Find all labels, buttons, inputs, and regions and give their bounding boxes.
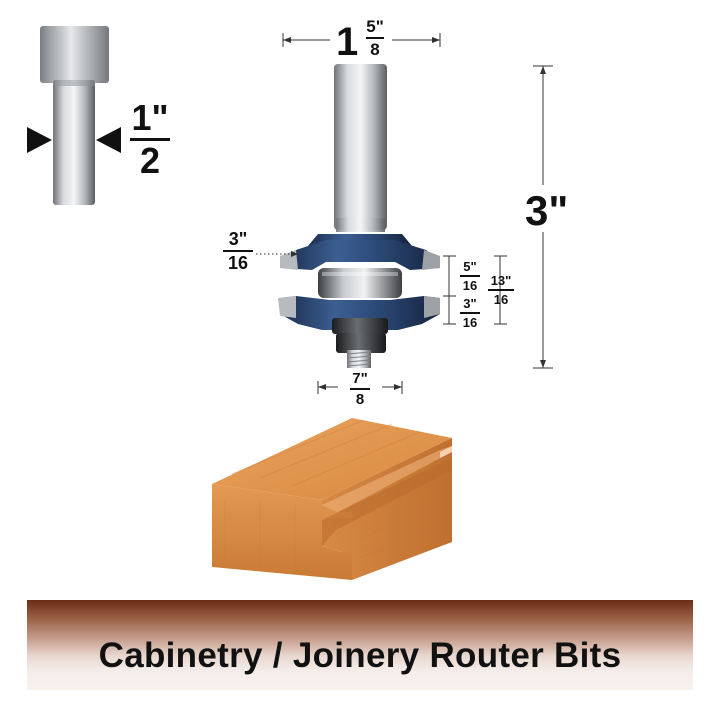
pilot-num: 7" xyxy=(352,370,368,387)
shank-diameter-arrows xyxy=(27,127,121,153)
pilot-den: 8 xyxy=(355,390,365,408)
upper-cut-num: 5" xyxy=(463,259,477,274)
overall-diameter-den: 8 xyxy=(370,40,380,59)
nut xyxy=(332,318,388,334)
category-banner: Cabinetry / Joinery Router Bits xyxy=(27,600,693,690)
lower-cut-label: 3" 16 xyxy=(458,297,482,329)
upper-cut-den: 16 xyxy=(462,277,478,293)
cutter-offset-den: 16 xyxy=(227,253,249,273)
shank-diameter-label: 1" 2 xyxy=(128,100,172,179)
router-bit-shank xyxy=(334,64,387,230)
overall-length-label: 3" xyxy=(525,187,569,234)
total-cut-label: 13" 16 xyxy=(486,274,516,306)
banner-title: Cabinetry / Joinery Router Bits xyxy=(98,636,622,675)
bearing xyxy=(318,268,402,298)
pilot-label: 7" 8 xyxy=(348,371,372,407)
shank-icon xyxy=(40,26,109,205)
overall-diameter-num: 5" xyxy=(366,17,384,36)
shank-den: 2 xyxy=(139,140,161,181)
cutter-offset-label: 3" 16 xyxy=(222,230,254,272)
total-cut-num: 13" xyxy=(490,273,512,288)
dimension-lines xyxy=(256,33,553,394)
router-bit xyxy=(278,64,440,368)
overall-diameter-whole: 1 xyxy=(336,20,359,64)
overall-diameter-fraction: 5" 8 xyxy=(364,18,386,58)
total-cut-den: 16 xyxy=(493,291,509,307)
lower-cut-num: 3" xyxy=(463,296,477,311)
lower-cut-den: 16 xyxy=(462,314,478,330)
threaded-stud xyxy=(347,350,371,368)
lower-cutter xyxy=(280,296,440,330)
upper-cutter xyxy=(282,240,440,270)
upper-cut-label: 5" 16 xyxy=(458,260,482,292)
wood-profile-sample xyxy=(212,418,452,580)
cutter-offset-num: 3" xyxy=(228,229,248,249)
shank-num: 1" xyxy=(131,97,169,138)
